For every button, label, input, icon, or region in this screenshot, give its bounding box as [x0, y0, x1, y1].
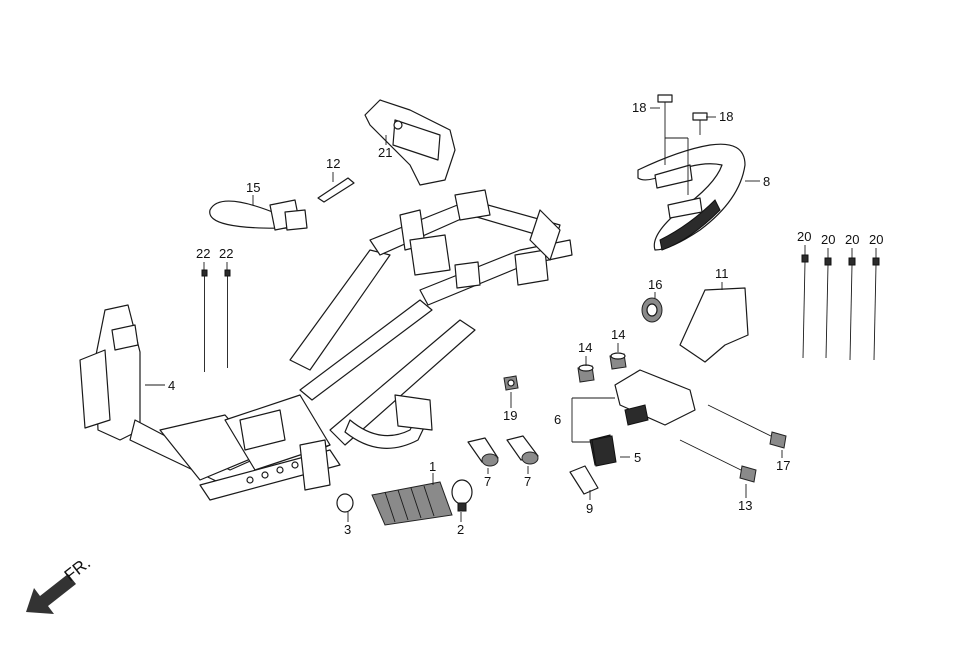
part-20-cable-ties	[801, 254, 880, 361]
part-17-bolt	[707, 404, 787, 449]
label-18-b: 18	[719, 109, 733, 124]
main-frame	[79, 189, 573, 501]
part-2-clamp	[451, 479, 473, 512]
part-14-collars	[577, 352, 627, 383]
label-8: 8	[763, 174, 770, 189]
part-9-cap	[569, 465, 599, 495]
label-5: 5	[634, 450, 641, 465]
part-19-nut	[503, 375, 519, 391]
part-16-grommet	[641, 297, 663, 323]
part-8-grab-handle	[637, 143, 746, 251]
label-15: 15	[246, 180, 260, 195]
part-15-cable-band	[209, 199, 308, 231]
label-16: 16	[648, 277, 662, 292]
label-9: 9	[586, 501, 593, 516]
part-22-cable-ties	[201, 269, 231, 372]
label-4: 4	[168, 378, 175, 393]
part-21-bracket	[364, 99, 456, 186]
label-3: 3	[344, 522, 351, 537]
label-2: 2	[457, 522, 464, 537]
part-12-pad	[317, 177, 355, 203]
front-arrow-icon	[26, 574, 76, 614]
label-1: 1	[429, 459, 436, 474]
label-20-d: 20	[869, 232, 883, 247]
label-11: 11	[715, 266, 729, 281]
part-18-bolts	[657, 94, 708, 135]
label-20-b: 20	[821, 232, 835, 247]
label-19: 19	[503, 408, 517, 423]
label-14-a: 14	[578, 340, 592, 355]
label-7-a: 7	[484, 474, 491, 489]
label-6: 6	[554, 412, 561, 427]
part-7-collars	[467, 435, 539, 467]
label-21: 21	[378, 145, 392, 160]
label-12: 12	[326, 156, 340, 171]
part-5-rubber-mount	[591, 435, 617, 467]
part-1-boot	[371, 481, 453, 526]
part-3-clamp	[336, 493, 354, 513]
label-20-c: 20	[845, 232, 859, 247]
label-7-b: 7	[524, 474, 531, 489]
part-13-bolt	[679, 439, 757, 483]
part-11-plate	[679, 287, 749, 363]
label-22-a: 22	[196, 246, 210, 261]
label-20-a: 20	[797, 229, 811, 244]
label-17: 17	[776, 458, 790, 473]
label-14-b: 14	[611, 327, 625, 342]
part-number-labels: 4 21 12 15 22 22 18 18 8 20 20 20 20 11 …	[168, 100, 883, 537]
leader-lines	[145, 107, 877, 522]
label-13: 13	[738, 498, 752, 513]
label-18-a: 18	[632, 100, 646, 115]
label-22-b: 22	[219, 246, 233, 261]
front-direction-indicator: FR.	[26, 553, 94, 614]
